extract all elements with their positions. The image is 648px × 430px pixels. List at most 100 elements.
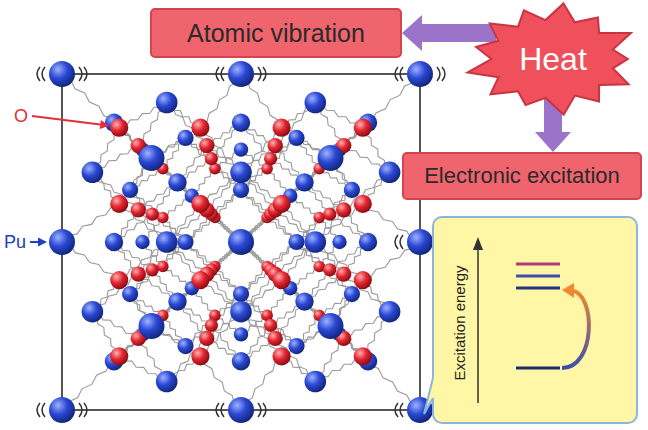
o-atom bbox=[110, 119, 128, 137]
atom-label: Pu bbox=[4, 231, 26, 253]
vibration-mark bbox=[442, 67, 445, 81]
pu-atom bbox=[177, 130, 193, 146]
vibration-mark bbox=[84, 403, 87, 417]
vibration-mark bbox=[400, 235, 403, 249]
o-atom bbox=[323, 208, 336, 221]
o-atom bbox=[199, 138, 214, 153]
vibration-mark bbox=[395, 235, 398, 249]
o-atom bbox=[146, 263, 159, 276]
pu-atom bbox=[122, 182, 138, 198]
ground-level bbox=[516, 367, 560, 370]
vibration-mark bbox=[395, 403, 398, 417]
pu-atom bbox=[49, 229, 75, 255]
pu-atom bbox=[122, 286, 138, 302]
o-atom bbox=[354, 271, 372, 289]
o-atom bbox=[354, 347, 372, 365]
pu-atom bbox=[359, 233, 377, 251]
pu-atom bbox=[228, 61, 254, 87]
pu-atom bbox=[305, 371, 327, 393]
pu-atom bbox=[295, 173, 313, 191]
o-atom bbox=[205, 319, 218, 332]
o-atom bbox=[264, 319, 277, 332]
axis-label: Excitation energy bbox=[451, 265, 468, 380]
o-atom bbox=[273, 119, 291, 137]
excited-level bbox=[516, 275, 560, 278]
o-atom bbox=[146, 208, 159, 221]
excited-level bbox=[516, 263, 560, 266]
pu-atom bbox=[305, 231, 327, 253]
pu-atom bbox=[407, 397, 433, 423]
starburst bbox=[468, 3, 631, 114]
pu-atom bbox=[234, 327, 248, 341]
o-atom bbox=[191, 271, 209, 289]
pu-atom bbox=[177, 234, 193, 250]
vibration-mark bbox=[216, 403, 219, 417]
energy-inset: Excitation energy bbox=[432, 216, 638, 424]
o-atom bbox=[323, 263, 336, 276]
pu-atom bbox=[168, 292, 186, 310]
o-atom bbox=[131, 266, 146, 281]
pu-atom bbox=[230, 301, 252, 323]
o-atom bbox=[191, 347, 209, 365]
label-box: Electronic excitation bbox=[402, 152, 642, 200]
excited-level bbox=[516, 287, 560, 290]
vibration-mark bbox=[37, 403, 40, 417]
vibration-mark bbox=[84, 67, 87, 81]
spring-bonds bbox=[62, 74, 420, 410]
o-atom bbox=[273, 195, 291, 213]
label-box: Atomic vibration bbox=[150, 8, 402, 58]
heat-burst: Heat bbox=[462, 0, 644, 118]
axis-line bbox=[477, 248, 479, 403]
unit-cell-outline bbox=[62, 74, 420, 410]
pu-atom bbox=[49, 61, 75, 87]
o-atom bbox=[131, 202, 146, 217]
vibration-mark bbox=[221, 67, 224, 81]
o-atom bbox=[336, 202, 351, 217]
pu-atom bbox=[234, 142, 248, 156]
o-atom bbox=[191, 119, 209, 137]
pu-atom bbox=[379, 162, 401, 184]
vibration-mark bbox=[79, 403, 82, 417]
pu-atom bbox=[228, 229, 254, 255]
excitation-arrow bbox=[562, 291, 589, 369]
pu-atom bbox=[232, 352, 250, 370]
o-atom bbox=[110, 271, 128, 289]
pu-atom bbox=[82, 162, 104, 184]
pu-atom bbox=[288, 130, 304, 146]
vibration-mark bbox=[437, 67, 440, 81]
pu-atom bbox=[305, 92, 327, 114]
pu-atom bbox=[318, 313, 344, 339]
pu-atom bbox=[233, 182, 249, 198]
spring-bond bbox=[192, 267, 215, 289]
pu-atom bbox=[318, 145, 344, 171]
pu-atom bbox=[82, 301, 104, 323]
spring-bond bbox=[267, 267, 290, 289]
atom-label: O bbox=[14, 105, 28, 127]
pu-atom bbox=[156, 92, 178, 114]
excitation-arrowhead bbox=[562, 283, 574, 298]
vibration-mark bbox=[216, 67, 219, 81]
vibration-mark bbox=[258, 67, 261, 81]
vibration-mark bbox=[395, 67, 398, 81]
o-atom bbox=[336, 266, 351, 281]
pu-atom bbox=[295, 292, 313, 310]
pu-atom bbox=[228, 397, 254, 423]
o-atom bbox=[354, 119, 372, 137]
pu-atom bbox=[288, 338, 304, 354]
o-atom bbox=[110, 195, 128, 213]
pu-atom bbox=[177, 338, 193, 354]
node-label: Atomic vibration bbox=[187, 19, 365, 48]
node-label: Heat bbox=[519, 41, 587, 78]
vibration-mark bbox=[400, 403, 403, 417]
leader-arrowhead bbox=[100, 120, 109, 129]
pu-atom bbox=[233, 286, 249, 302]
o-atom bbox=[273, 347, 291, 365]
atoms bbox=[49, 61, 433, 423]
o-atom bbox=[205, 152, 218, 165]
leader-line bbox=[32, 116, 102, 125]
pu-atom bbox=[168, 173, 186, 191]
pu-atom bbox=[379, 301, 401, 323]
vibration-mark bbox=[258, 403, 261, 417]
pu-atom bbox=[139, 313, 165, 339]
